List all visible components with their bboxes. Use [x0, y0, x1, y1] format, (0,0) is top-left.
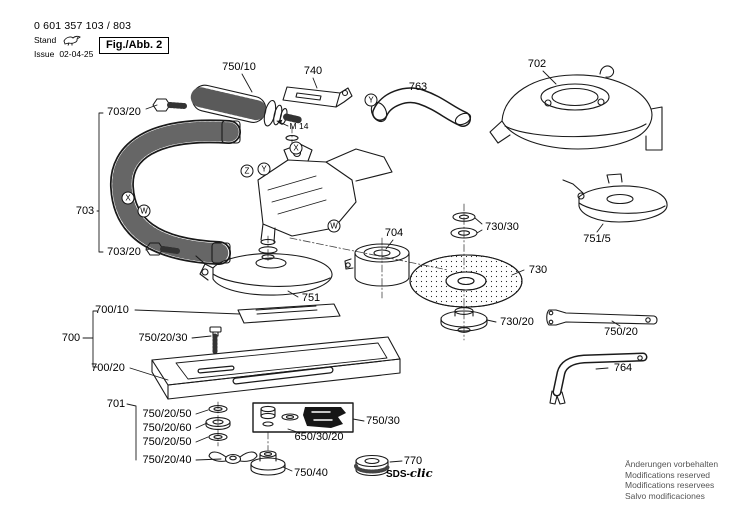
washers-730-30-drawing [450, 212, 478, 239]
part-label-750-20-30: 750/20/30 [138, 332, 188, 344]
title-block: 0 601 357 103 / 803 Stand Issue 02-04-25 [34, 20, 131, 60]
part-label-701: 701 [106, 398, 126, 410]
stand-label: Stand [34, 34, 57, 45]
part-label-750-20-40: 750/20/40 [142, 454, 192, 466]
figure-label: Fig./Abb. 2 [99, 37, 170, 54]
part-label-750-30: 750/30 [366, 415, 400, 427]
note-english: Modifications reserved [625, 469, 711, 480]
part-label-730: 730 [528, 264, 548, 276]
part-label-703-20: 703/20 [107, 106, 141, 118]
note-spanish: Salvo modificaciones [625, 490, 705, 501]
part-label-740: 740 [303, 65, 323, 77]
extraction-guard-drawing [489, 65, 663, 151]
part-number: 0 601 357 103 / 803 [34, 20, 132, 32]
note-german: Änderungen vorbehalten [625, 459, 719, 469]
assembly-letter-w: W [327, 219, 341, 233]
part-label-703-20: 703/20 [107, 246, 141, 258]
bent-wrench-drawing [549, 352, 648, 405]
part-label-750-20-50: 750/20/50 [142, 436, 192, 448]
wheel-guard-drawing [195, 253, 333, 296]
assembly-letter-x: X [289, 141, 303, 155]
handle-screw-bottom-drawing [145, 242, 180, 256]
backing-pad-drawing [440, 307, 488, 333]
bird-logo-icon [63, 35, 82, 46]
clamping-flange-drawing [344, 243, 410, 287]
sds-prefix: SDS- [386, 469, 410, 480]
part-label-750-40: 750/40 [294, 467, 328, 479]
part-label-751-5: 751/5 [583, 233, 611, 245]
side-handle-drawing [190, 84, 302, 127]
leader-lines [82, 70, 621, 472]
part-label-763: 763 [408, 81, 428, 93]
issue-date: 02-04-25 [59, 48, 94, 59]
revision-notes: Änderungen vorbehalten Modifications res… [625, 459, 718, 502]
part-label-703: 703 [75, 205, 95, 217]
mounting-flange-drawing [250, 450, 286, 476]
note-french: Modifications reservees [625, 480, 715, 491]
thread-size-label: M 14 [289, 121, 309, 131]
spindle-washer-drawing [285, 135, 299, 141]
pin-spanner-drawing [546, 309, 658, 326]
part-label-700-20: 700/20 [91, 362, 125, 374]
part-label-751: 751 [301, 292, 321, 304]
part-label-700-10: 700/10 [95, 304, 129, 316]
part-label-730-30: 730/30 [485, 221, 519, 233]
part-label-730-20: 730/20 [500, 316, 534, 328]
part-label-750-10: 750/10 [222, 61, 256, 73]
sds-clic-wordmark: SDS-clic [386, 466, 433, 480]
assembly-letter-z: Z [240, 164, 254, 178]
assembly-letter-x: X [121, 191, 135, 205]
motor-gear-housing-drawing [257, 143, 393, 260]
assembly-letter-y: Y [257, 162, 271, 176]
part-label-750-20-60: 750/20/60 [142, 422, 192, 434]
issue-label: Issue [34, 48, 55, 59]
assembly-letter-w: W [137, 204, 151, 218]
sds-script: clic [409, 466, 433, 480]
part-label-770: 770 [403, 455, 423, 467]
clamp-kit-box-drawing [252, 402, 354, 433]
part-label-750-20-50: 750/20/50 [142, 408, 192, 420]
part-label-700: 700 [61, 332, 81, 344]
bracket-740-drawing [282, 86, 353, 108]
part-label-764: 764 [613, 362, 633, 374]
fastener-set-drawing [205, 405, 258, 465]
part-label-704: 704 [384, 227, 404, 239]
part-label-750-20: 750/20 [604, 326, 638, 338]
part-label-650-30-20: 650/30/20 [294, 431, 344, 443]
handle-screw-top-drawing [152, 98, 187, 112]
assembly-letter-y: Y [364, 93, 378, 107]
loop-handle-drawing [109, 119, 241, 265]
guard-751-5-drawing [562, 173, 668, 223]
hose-elbow-drawing [370, 87, 472, 127]
part-label-702: 702 [527, 58, 547, 70]
guide-base-drawing [151, 303, 401, 400]
sds-clic-nut-drawing [354, 454, 390, 477]
grinding-disc-drawing [409, 254, 523, 308]
